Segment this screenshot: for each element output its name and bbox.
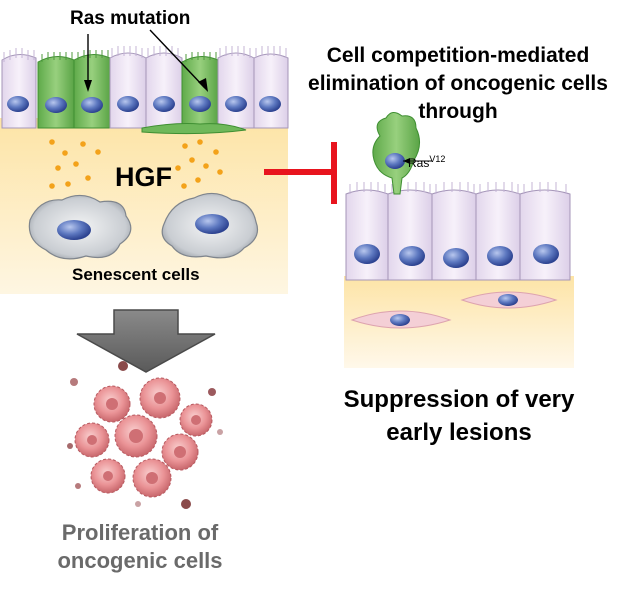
proliferation-arrow xyxy=(76,309,216,373)
tumor-cell xyxy=(93,385,131,423)
right-epithelium xyxy=(345,182,571,281)
ras-mutation-pointers xyxy=(84,29,208,92)
tumor-cell xyxy=(132,458,172,498)
epithelial-cell xyxy=(145,52,183,129)
senescent-cell xyxy=(161,192,259,259)
epithelial-cell xyxy=(1,54,37,129)
cell-competition-text: Cell competition-mediated elimination of… xyxy=(308,44,608,123)
tumor-debris xyxy=(67,361,223,509)
ras-microvilli xyxy=(41,50,217,62)
tumor-cell xyxy=(161,433,199,471)
epithelial-cell xyxy=(475,189,521,281)
rasv12-superscript: V12 xyxy=(429,154,446,164)
left-tissue-panel xyxy=(0,29,289,294)
rasv12-base: Ras xyxy=(408,156,430,170)
hgf-label: HGF xyxy=(115,162,172,192)
proliferation-text: Proliferation of oncogenic cells xyxy=(57,520,223,573)
right-tissue-panel xyxy=(344,112,574,368)
epithelial-cell xyxy=(217,52,255,129)
ras-mutant-cell xyxy=(37,56,75,129)
ras-basal-extension xyxy=(141,123,247,135)
tumor-cell xyxy=(179,403,213,437)
epithelial-cell xyxy=(253,53,289,129)
tumor-cell xyxy=(114,414,158,458)
rasv12-label: RasV12 xyxy=(408,154,445,170)
ras-mutant-cell xyxy=(181,56,219,127)
epithelial-cell xyxy=(345,189,389,281)
ras-mutant-cell xyxy=(73,54,111,129)
hgf-secretion-dots xyxy=(49,139,223,189)
microvilli xyxy=(349,182,567,194)
senescent-cell xyxy=(28,194,132,260)
microvilli xyxy=(3,46,287,62)
suppression-text: Suppression of very early lesions xyxy=(343,386,575,446)
left-epithelium xyxy=(1,46,289,135)
tumor-cell xyxy=(139,377,181,419)
fibroblast xyxy=(460,291,558,309)
extruded-ras-cell xyxy=(372,112,432,195)
fibroblast xyxy=(350,310,452,329)
senescent-cells-label: Senescent cells xyxy=(72,265,200,284)
tumor-cluster xyxy=(67,361,223,509)
inhibition-arrow xyxy=(264,142,337,204)
tumor-cell xyxy=(90,458,126,494)
epithelial-cell xyxy=(431,189,477,281)
tumor-cell xyxy=(74,422,110,458)
epithelial-cell xyxy=(109,52,147,129)
ras-mutation-label: Ras mutation xyxy=(70,8,191,29)
epithelial-cell xyxy=(519,189,571,281)
epithelial-cell xyxy=(387,189,433,281)
